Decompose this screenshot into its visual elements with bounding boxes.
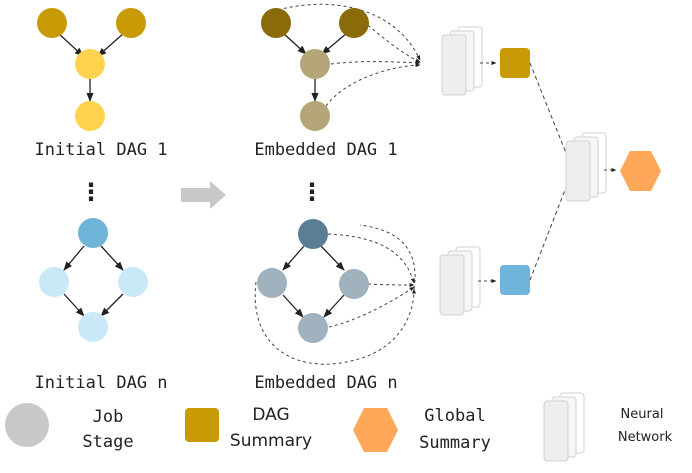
job-stage-node bbox=[37, 8, 67, 38]
global-summary-node bbox=[620, 151, 661, 191]
job-stage-node bbox=[257, 268, 287, 298]
job-stage-node bbox=[78, 312, 108, 342]
neural-network-icon bbox=[565, 132, 607, 202]
job-stage-node bbox=[118, 267, 148, 297]
job-stage-node bbox=[116, 8, 146, 38]
legend-global-summary-swatch bbox=[353, 408, 398, 452]
legend-dag-summary-swatch bbox=[185, 408, 219, 442]
legend-job-stage-swatch bbox=[5, 403, 49, 447]
dag-summary-node bbox=[500, 265, 530, 295]
job-stage-node bbox=[75, 101, 105, 131]
job-stage-node bbox=[339, 8, 369, 38]
dag-summary-node bbox=[500, 48, 530, 78]
neural-network-icon bbox=[441, 26, 483, 96]
legend-job-stage-label: Job bbox=[93, 407, 124, 427]
legend-global-summary-label: Summary bbox=[419, 433, 491, 453]
legend-neural-network-label: Network bbox=[618, 430, 673, 445]
ellipsis-left: ⋮ bbox=[79, 178, 103, 206]
legend-neural-network-label: Neural bbox=[621, 407, 664, 422]
embedded-dag-n-label: Embedded DAG n bbox=[254, 373, 397, 393]
job-stage-node bbox=[261, 8, 291, 38]
legend-global-summary-label: Global bbox=[424, 406, 485, 426]
embedded-dag-1 bbox=[261, 3, 421, 131]
job-stage-node bbox=[339, 269, 369, 299]
initial-dag-n bbox=[39, 218, 148, 342]
job-stage-node bbox=[300, 49, 330, 79]
transform-arrow bbox=[181, 181, 226, 209]
initial-dag-n-label: Initial DAG n bbox=[34, 373, 167, 393]
initial-dag-1 bbox=[37, 8, 146, 131]
job-stage-node bbox=[78, 218, 108, 248]
legend-job-stage-label: Stage bbox=[82, 432, 133, 452]
neural-network-icon bbox=[439, 246, 481, 316]
embedded-dag-1-label: Embedded DAG 1 bbox=[254, 140, 397, 160]
legend-neural-network-icon bbox=[543, 392, 585, 462]
job-stage-node bbox=[298, 219, 328, 249]
embedded-dag-n bbox=[254, 219, 416, 365]
legend-dag-summary-label: DAG bbox=[252, 405, 289, 425]
legend: Job Stage DAG Summary Global Summary Neu… bbox=[5, 392, 673, 462]
initial-dag-1-label: Initial DAG 1 bbox=[34, 140, 167, 160]
legend-dag-summary-label: Summary bbox=[230, 431, 312, 451]
job-stage-node bbox=[75, 49, 105, 79]
job-stage-node bbox=[298, 313, 328, 343]
job-stage-node bbox=[300, 101, 330, 131]
job-stage-node bbox=[39, 267, 69, 297]
ellipsis-middle: ⋮ bbox=[300, 178, 324, 206]
